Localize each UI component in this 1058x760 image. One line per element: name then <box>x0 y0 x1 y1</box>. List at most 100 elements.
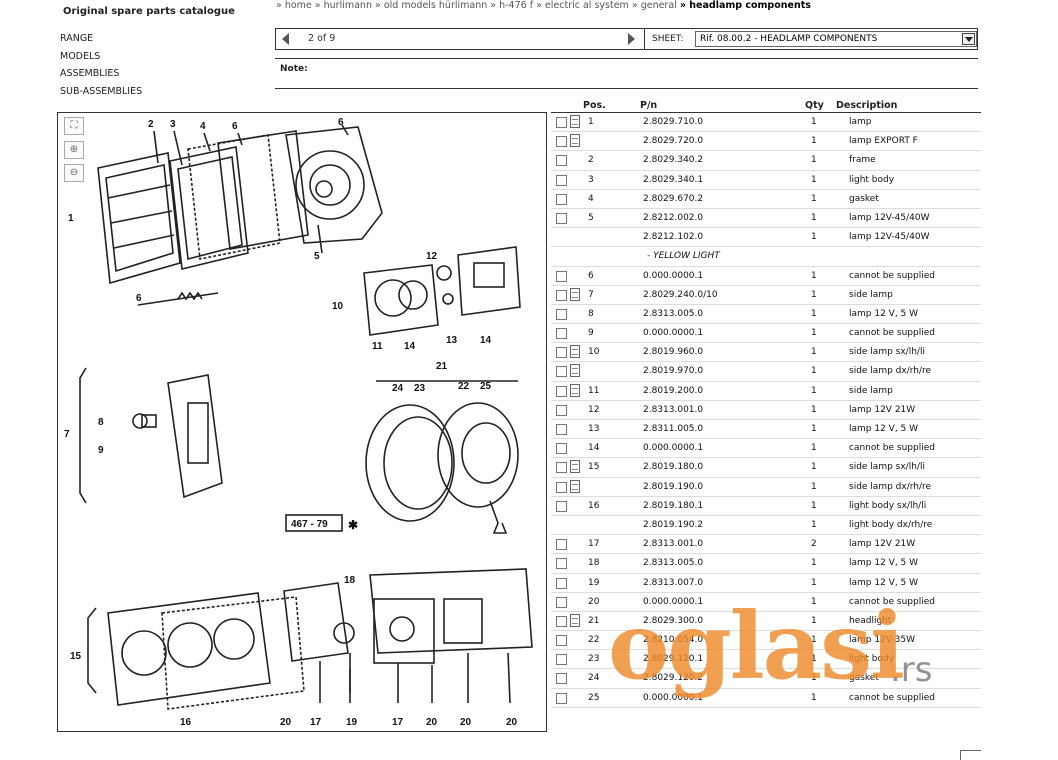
sheet-select-value: Rif. 08.00.2 - HEADLAMP COMPONENTS <box>700 34 878 44</box>
breadcrumb-general[interactable]: » general <box>631 0 677 11</box>
breadcrumb-model[interactable]: » h-476 f <box>490 0 534 11</box>
document-icon[interactable] <box>570 134 580 148</box>
row-qty: 1 <box>811 577 817 588</box>
document-icon[interactable] <box>570 479 580 493</box>
prev-sheet-icon[interactable] <box>282 33 289 45</box>
row-qty: 1 <box>811 615 817 626</box>
row-checkbox[interactable] <box>556 615 567 627</box>
row-checkbox[interactable] <box>556 289 567 301</box>
nav-range[interactable]: RANGE <box>60 33 94 44</box>
chevron-down-icon[interactable] <box>962 33 975 45</box>
row-checkbox[interactable] <box>556 174 567 186</box>
callout: 9 <box>98 445 104 456</box>
row-qty: 1 <box>811 596 817 607</box>
row-checkbox[interactable] <box>556 500 567 512</box>
document-icon[interactable] <box>570 613 580 627</box>
document-icon[interactable] <box>570 345 580 359</box>
row-checkbox[interactable] <box>556 328 567 340</box>
sheet-select[interactable]: Rif. 08.00.2 - HEADLAMP COMPONENTS <box>695 31 977 47</box>
row-checkbox[interactable] <box>556 212 567 224</box>
row-checkbox[interactable] <box>556 692 567 704</box>
row-description: lamp 12 V, 5 W <box>849 558 919 569</box>
row-checkbox[interactable] <box>556 654 567 666</box>
row-description: side lamp sx/lh/li <box>849 347 925 358</box>
row-checkbox[interactable] <box>556 347 567 359</box>
breadcrumb-old-models[interactable]: » old models hürlimann <box>375 0 488 11</box>
row-checkbox[interactable] <box>556 366 567 378</box>
document-icon[interactable] <box>570 460 580 474</box>
callout: 24 <box>392 383 404 394</box>
row-checkbox[interactable] <box>556 424 567 435</box>
next-sheet-icon[interactable] <box>628 33 635 45</box>
zoom-out-icon[interactable]: ⊖ <box>64 164 84 182</box>
row-checkbox[interactable] <box>556 558 567 570</box>
nav-assemblies[interactable]: ASSEMBLIES <box>60 68 120 79</box>
row-checkbox[interactable] <box>556 193 567 205</box>
nav-sub-assemblies[interactable]: SUB-ASSEMBLIES <box>60 85 143 97</box>
breadcrumb-electrical[interactable]: » electric al system <box>536 0 629 11</box>
row-qty: 1 <box>811 462 817 473</box>
row-checkbox[interactable] <box>556 539 567 551</box>
row-description: lamp EXPORT F <box>849 136 918 147</box>
row-checkbox[interactable] <box>556 481 567 493</box>
row-part-number: 2.8313.005.0 <box>643 558 704 569</box>
row-qty: 1 <box>811 519 817 530</box>
row-checkbox[interactable] <box>556 577 567 589</box>
row-checkbox[interactable] <box>556 270 567 282</box>
row-checkbox[interactable] <box>556 136 567 148</box>
document-icon[interactable] <box>570 115 580 128</box>
breadcrumb-home[interactable]: » home <box>276 0 312 11</box>
row-checkbox[interactable] <box>556 117 567 128</box>
parts-drawing[interactable]: ⛶ ⊕ ⊖ <box>57 112 547 732</box>
row-checkbox[interactable] <box>556 443 567 455</box>
row-part-number: 2.8029.340.1 <box>643 174 704 185</box>
document-icon[interactable] <box>570 383 580 397</box>
zoom-in-icon[interactable]: ⊕ <box>64 141 84 159</box>
breadcrumb-hurlimann[interactable]: » hurlimann <box>314 0 372 11</box>
document-icon[interactable] <box>570 287 580 301</box>
row-checkbox[interactable] <box>556 385 567 397</box>
row-part-number: 2.8029.340.2 <box>643 155 704 166</box>
fit-view-icon[interactable]: ⛶ <box>64 117 84 135</box>
row-checkbox[interactable] <box>556 462 567 474</box>
document-icon[interactable] <box>570 364 580 378</box>
row-checkbox[interactable] <box>556 308 567 320</box>
nav-models[interactable]: MODELS <box>60 50 101 62</box>
row-checkbox[interactable] <box>556 155 567 167</box>
row-checkbox[interactable] <box>556 673 567 685</box>
row-checkbox[interactable] <box>556 635 567 647</box>
callout: 25 <box>480 381 492 392</box>
row-checkbox[interactable] <box>556 596 567 608</box>
row-checkbox[interactable] <box>556 404 567 416</box>
